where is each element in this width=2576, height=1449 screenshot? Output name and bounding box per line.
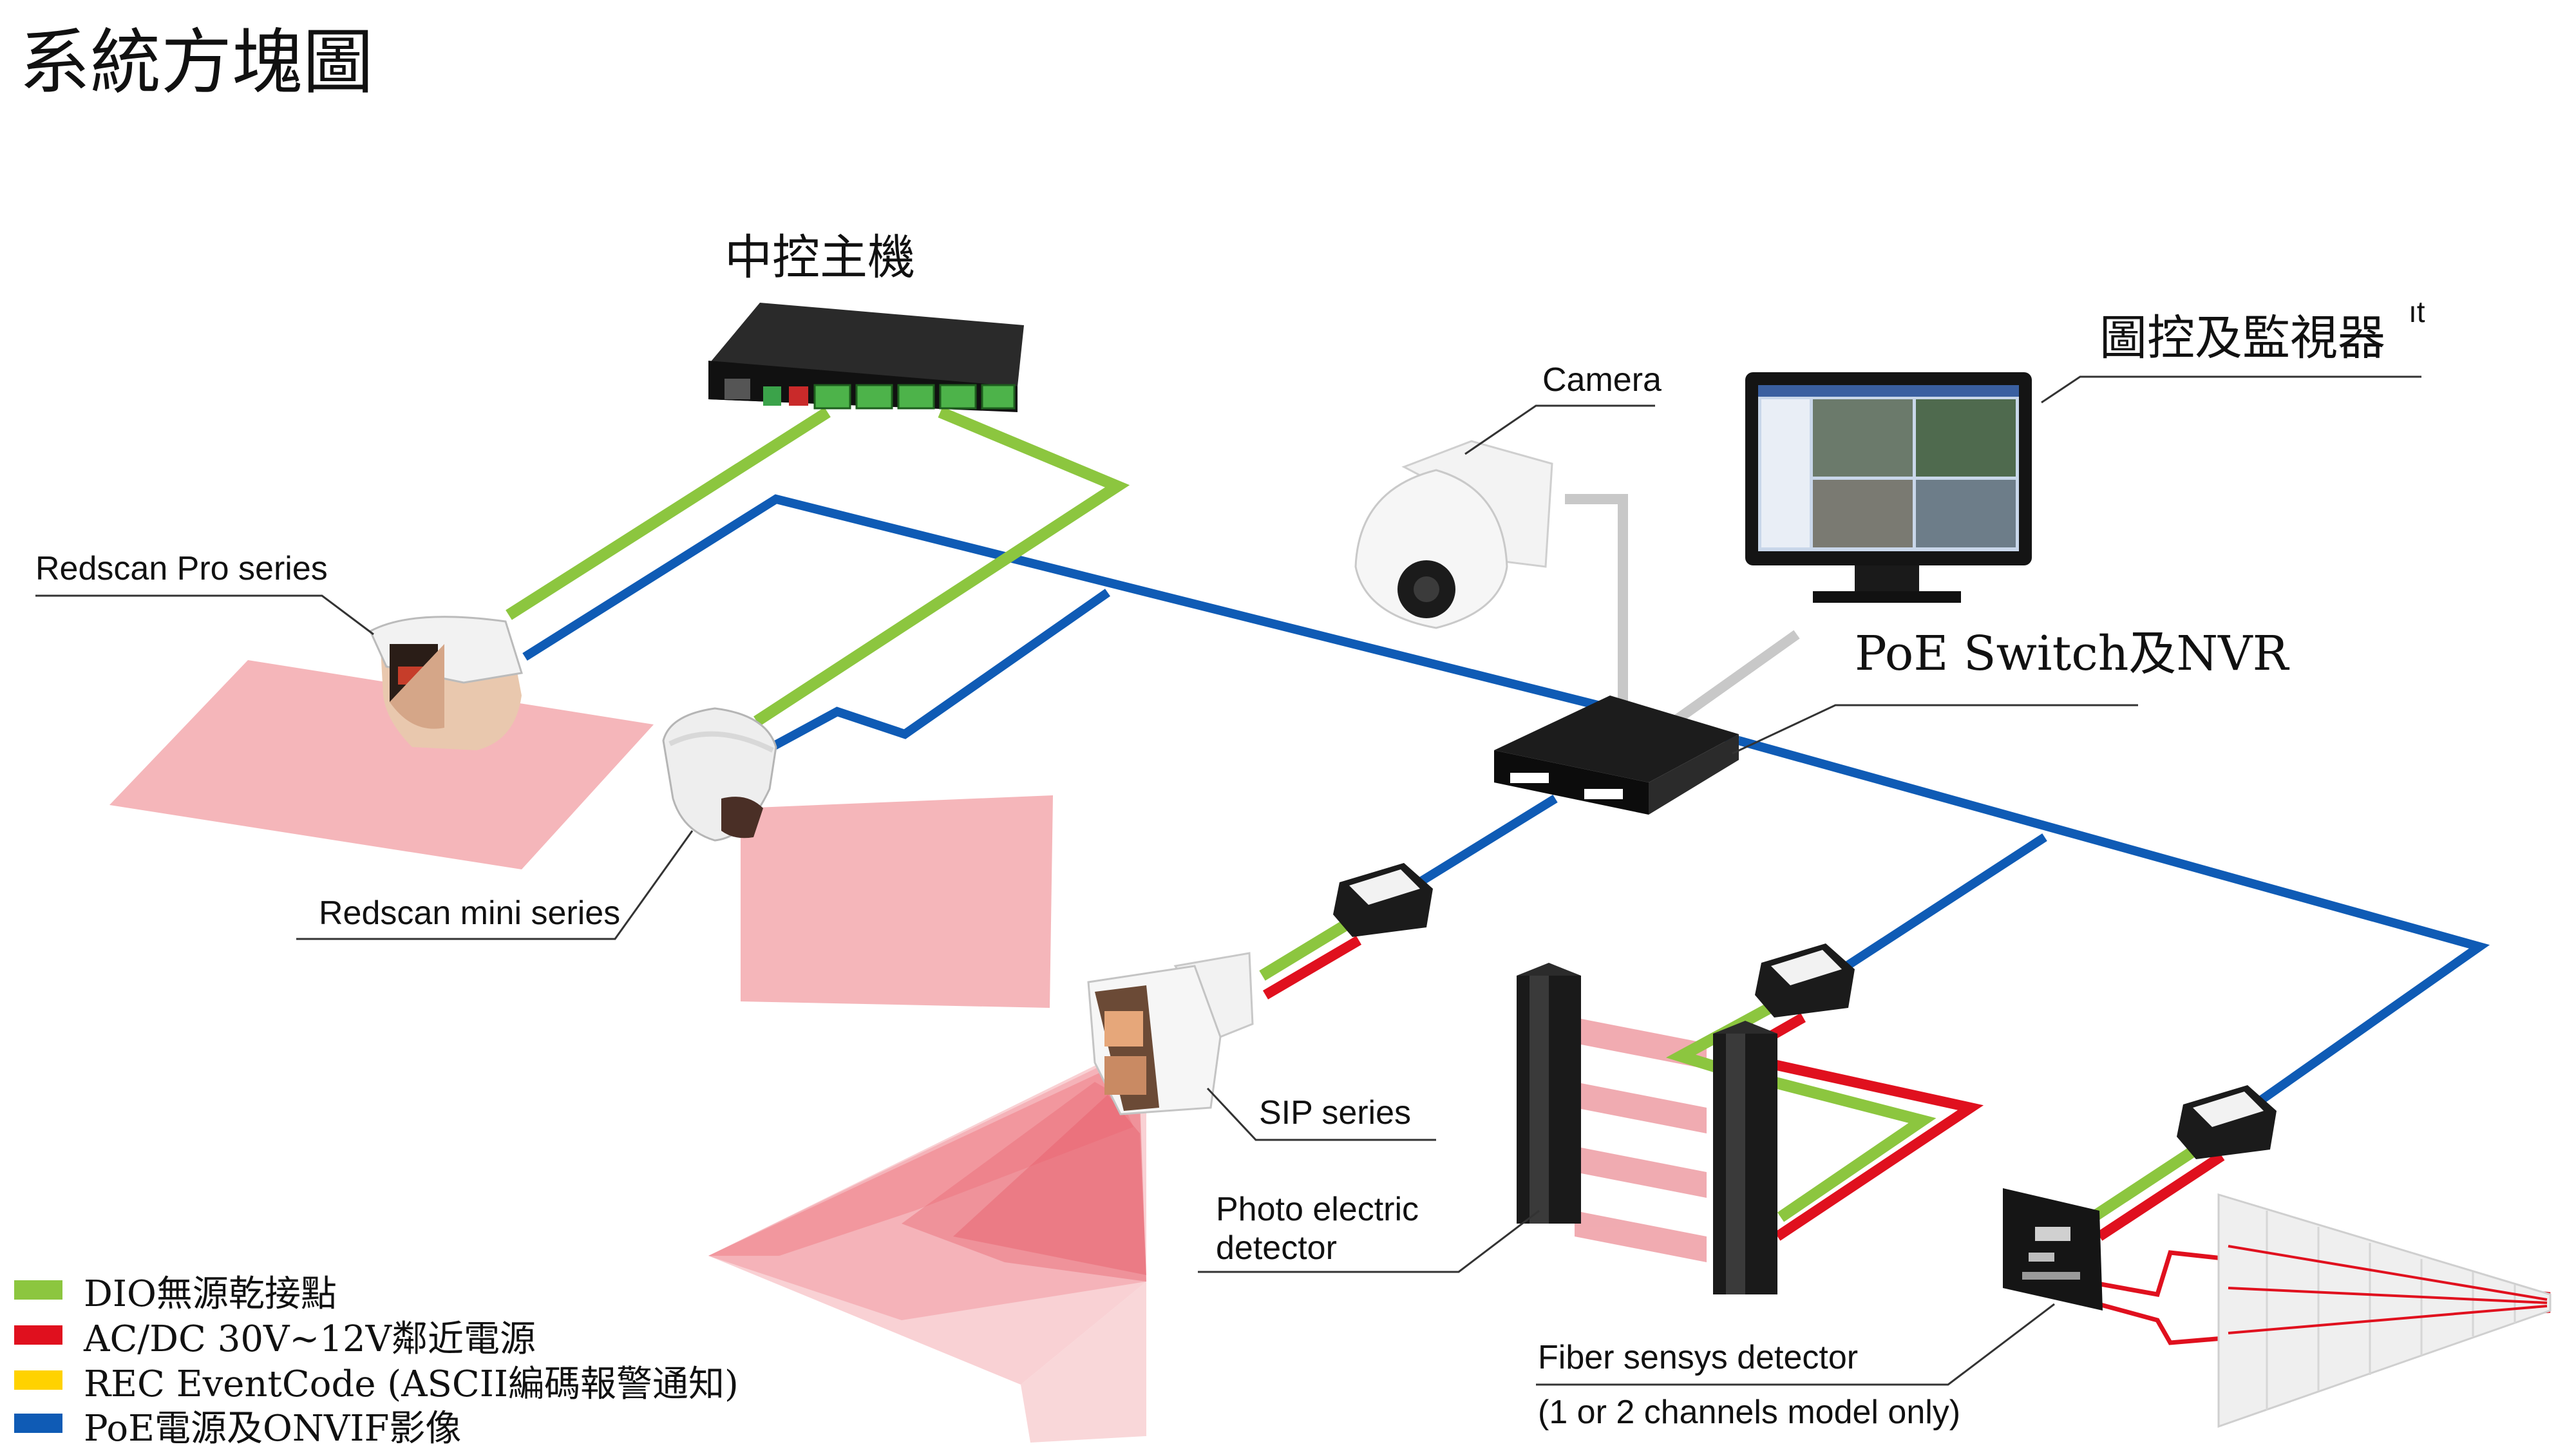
redscan-mini-device: [662, 707, 777, 842]
monitor-device: [1745, 372, 2032, 603]
sip-coverage-zone: [708, 1056, 1146, 1443]
sip-label: SIP series: [1259, 1094, 1411, 1132]
detection-zones: [109, 660, 1053, 1008]
legend-swatch-rec: [14, 1370, 62, 1390]
camera-link: [1565, 494, 1628, 708]
fiber-label-line1: Fiber sensys detector: [1538, 1339, 1858, 1376]
switch-label: PoE Switch及NVR: [1855, 626, 2290, 681]
gray-links: [1565, 494, 1800, 726]
legend-item-poe: PoE電源及ONVIF影像: [14, 1408, 461, 1449]
poe-cables: [522, 494, 2490, 1118]
leader-lines: [35, 375, 2421, 1386]
legend-swatch-power: [14, 1325, 62, 1345]
legend-item-rec: REC EventCode (ASCII編碼報警通知): [14, 1363, 739, 1405]
redscan-pro-zone: [109, 660, 654, 869]
poe-switch-device: [1494, 696, 1739, 815]
leader-sip: [1206, 1087, 1436, 1141]
fiber-sensys-device: [2003, 1188, 2103, 1311]
fiber-label-line2: (1 or 2 channels model only): [1538, 1394, 1960, 1431]
leader-redscan-pro: [35, 594, 374, 636]
leader-camera: [1464, 404, 1655, 455]
dio-sip: [1259, 916, 1356, 981]
redscan-pro-device: [369, 616, 523, 750]
power-fiber: [2096, 1151, 2225, 1241]
leader-redscan-mini: [296, 830, 694, 940]
photo-tower-left: [1517, 963, 1581, 1224]
controller-label: 中控主機: [724, 230, 915, 285]
poe-branch-sip: [1401, 795, 1558, 896]
legend-label-power: AC/DC 30V~12V鄰近電源: [83, 1318, 536, 1360]
controller-device: [708, 303, 1024, 412]
dio-to-redscan-mini: [753, 406, 1130, 726]
junction-box-fiber: [2177, 1085, 2277, 1159]
legend: DIO無源乾接點 AC/DC 30V~12V鄰近電源 REC EventCode…: [14, 1273, 739, 1449]
power-sip: [1262, 936, 1362, 999]
poe-branch-photo: [1839, 833, 2047, 973]
camera-device: [1354, 440, 1553, 629]
dio-to-redscan-pro: [506, 407, 831, 620]
legend-label-dio: DIO無源乾接點: [84, 1273, 337, 1315]
junction-box-sip: [1333, 863, 1433, 937]
legend-item-dio: DIO無源乾接點: [14, 1273, 337, 1315]
redscan-mini-zone: [741, 795, 1053, 1008]
leader-photo: [1198, 1209, 1540, 1273]
redscan-pro-label: Redscan Pro series: [35, 550, 328, 587]
leader-fiber: [1536, 1303, 2055, 1386]
leader-monitor: [2041, 375, 2421, 404]
legend-swatch-dio: [14, 1280, 62, 1300]
junction-box-photo: [1755, 943, 1855, 1018]
camera-label: Camera: [1542, 361, 1662, 399]
monitor-label-fragment: ıt: [2409, 295, 2425, 328]
leader-switch: [1732, 704, 2138, 755]
legend-label-poe: PoE電源及ONVIF影像: [84, 1408, 461, 1449]
photo-label-line2: detector: [1216, 1229, 1337, 1267]
sip-device: [1087, 952, 1254, 1115]
poe-branch-mini: [757, 589, 1111, 758]
monitor-label: 圖控及監視器: [2099, 310, 2385, 366]
legend-swatch-poe: [14, 1414, 62, 1433]
legend-item-power: AC/DC 30V~12V鄰近電源: [14, 1318, 536, 1360]
monitor-link: [1671, 630, 1800, 726]
fence: [2217, 1193, 2552, 1428]
photo-tower-right: [1713, 1021, 1777, 1294]
photo-beams: [1575, 1018, 1707, 1262]
legend-label-rec: REC EventCode (ASCII編碼報警通知): [84, 1363, 739, 1405]
photo-label-line1: Photo electric: [1216, 1191, 1419, 1228]
page-title: 系統方塊圖: [19, 21, 374, 104]
redscan-mini-label: Redscan mini series: [319, 895, 620, 932]
poe-trunk-to-fiber: [1738, 736, 2490, 1118]
poe-trunk-to-redscan-pro: [522, 494, 1740, 745]
